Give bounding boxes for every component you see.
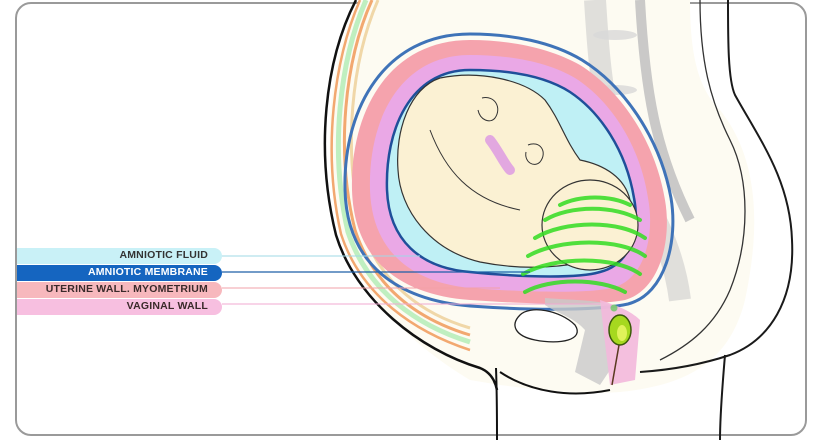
green-dot bbox=[610, 304, 618, 312]
abdominal-layer-orange-2 bbox=[330, 0, 471, 352]
abdominal-layer-green bbox=[335, 0, 471, 345]
back-contour-inner bbox=[659, 0, 746, 361]
green-bulb-inner bbox=[617, 325, 627, 341]
belly-contour bbox=[323, 0, 499, 391]
leg-back bbox=[719, 354, 726, 440]
pelvic-bone-grey bbox=[545, 298, 610, 385]
label-vaginal-wall: VAGINAL WALL bbox=[17, 299, 222, 315]
fetus-arm bbox=[429, 129, 521, 211]
umbilical-cord bbox=[485, 135, 515, 175]
fetus-foot bbox=[477, 97, 499, 122]
perineum-contour bbox=[499, 371, 611, 395]
bladder-outline bbox=[514, 309, 578, 343]
thigh-front bbox=[495, 367, 498, 440]
spine-canal bbox=[635, 0, 695, 223]
legend-labels: AMNIOTIC FLUID AMNIOTIC MEMBRANE UTERINE… bbox=[17, 248, 222, 316]
abdominal-layer-orange bbox=[342, 0, 471, 337]
label-amniotic-fluid: AMNIOTIC FLUID bbox=[17, 248, 222, 264]
label-uterine-wall-myometrium: UTERINE WALL. MYOMETRIUM bbox=[17, 282, 222, 298]
fetus-hand bbox=[525, 143, 544, 165]
sound-waves bbox=[521, 195, 647, 294]
urethra-line bbox=[611, 344, 620, 386]
back-contour bbox=[639, 0, 794, 373]
label-amniotic-membrane: AMNIOTIC MEMBRANE bbox=[17, 265, 222, 281]
